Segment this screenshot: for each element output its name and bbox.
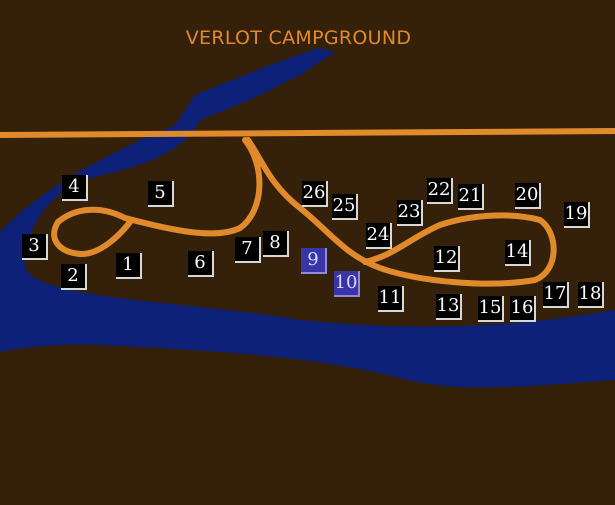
campsite-10[interactable]: 10 xyxy=(334,271,360,297)
campsite-9[interactable]: 9 xyxy=(301,248,327,274)
campsite-13[interactable]: 13 xyxy=(436,294,462,320)
campsite-7[interactable]: 7 xyxy=(235,237,261,263)
campsite-5[interactable]: 5 xyxy=(148,181,174,207)
campsite-19[interactable]: 19 xyxy=(564,202,590,228)
map-title: VERLOT CAMPGROUND xyxy=(185,27,412,49)
right-loop-road xyxy=(245,137,557,287)
campsite-6[interactable]: 6 xyxy=(188,251,214,277)
campsite-15[interactable]: 15 xyxy=(478,296,504,322)
campsite-17[interactable]: 17 xyxy=(543,282,569,308)
left-loop-road xyxy=(51,137,263,257)
campsite-26[interactable]: 26 xyxy=(302,181,328,207)
campsite-22[interactable]: 22 xyxy=(427,178,453,204)
campsite-14[interactable]: 14 xyxy=(505,240,531,266)
campsite-8[interactable]: 8 xyxy=(263,231,289,257)
main-road xyxy=(0,128,615,138)
river xyxy=(0,48,615,388)
campsite-18[interactable]: 18 xyxy=(578,282,604,308)
campsite-1[interactable]: 1 xyxy=(116,253,142,279)
campsite-12[interactable]: 12 xyxy=(434,246,460,272)
campsite-21[interactable]: 21 xyxy=(458,184,484,210)
campsite-2[interactable]: 2 xyxy=(61,264,87,290)
campsite-11[interactable]: 11 xyxy=(378,286,404,312)
campsite-3[interactable]: 3 xyxy=(22,234,48,260)
campsite-20[interactable]: 20 xyxy=(515,183,541,209)
campsite-24[interactable]: 24 xyxy=(366,223,392,249)
campsite-25[interactable]: 25 xyxy=(332,194,358,220)
campsite-16[interactable]: 16 xyxy=(510,296,536,322)
campsite-23[interactable]: 23 xyxy=(397,200,423,226)
campsite-4[interactable]: 4 xyxy=(62,175,88,201)
